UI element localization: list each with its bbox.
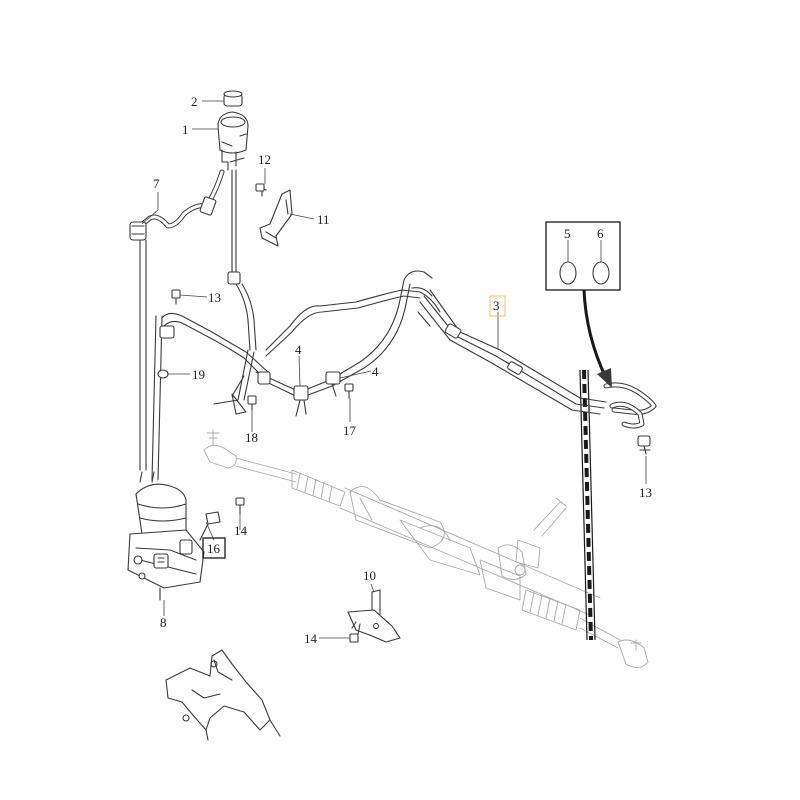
leader-lines <box>141 100 647 639</box>
o-ring-inset <box>545 221 621 388</box>
bolt-13-right[interactable] <box>637 435 651 455</box>
fluid-reservoir[interactable] <box>217 111 249 171</box>
callout-4-left[interactable]: 4 <box>295 342 302 357</box>
power-steering-pump[interactable] <box>127 471 205 601</box>
section-cut-line <box>579 369 596 641</box>
return-line-vertical <box>139 169 241 481</box>
callout-3-highlight <box>489 295 506 317</box>
sensor-16[interactable] <box>199 511 221 541</box>
callout-7[interactable]: 7 <box>153 176 160 191</box>
callout-3[interactable]: 3 <box>493 298 500 313</box>
callout-1[interactable]: 1 <box>182 122 189 137</box>
bracket-11[interactable] <box>259 189 293 247</box>
callout-5[interactable]: 5 <box>564 226 571 241</box>
nut-14-bottom[interactable] <box>349 633 359 643</box>
callout-13-left[interactable]: 13 <box>208 290 221 305</box>
bolt-17[interactable] <box>344 383 354 399</box>
callout-16-box <box>202 537 226 559</box>
callout-2[interactable]: 2 <box>191 94 198 109</box>
callout-11[interactable]: 11 <box>317 212 330 227</box>
subframe-bracket <box>165 649 281 741</box>
bolt-12[interactable] <box>255 183 267 197</box>
callout-18[interactable]: 18 <box>245 430 258 445</box>
bracket-10[interactable] <box>347 589 401 643</box>
callout-4-right[interactable]: 4 <box>372 364 379 379</box>
nut-14-top[interactable] <box>235 497 245 515</box>
callout-labels: 2 1 7 12 11 13 4 4 19 17 18 3 5 6 13 14 … <box>153 94 652 646</box>
pressure-lines[interactable] <box>159 270 657 429</box>
callout-6[interactable]: 6 <box>597 226 604 241</box>
suction-hose[interactable] <box>129 169 225 241</box>
steering-rack <box>203 429 649 668</box>
callout-14-top[interactable]: 14 <box>234 523 248 538</box>
callout-13-right[interactable]: 13 <box>639 485 652 500</box>
callout-10[interactable]: 10 <box>363 568 376 583</box>
callout-12[interactable]: 12 <box>258 152 271 167</box>
callout-17[interactable]: 17 <box>343 423 357 438</box>
bolt-13-left[interactable] <box>171 289 181 305</box>
bolt-18[interactable] <box>247 395 257 411</box>
o-ring-19[interactable] <box>157 369 169 379</box>
callout-16[interactable]: 16 <box>207 541 221 556</box>
callout-8[interactable]: 8 <box>160 615 167 630</box>
reservoir-cap[interactable] <box>223 90 243 107</box>
callout-14-bottom[interactable]: 14 <box>304 631 318 646</box>
callout-19[interactable]: 19 <box>192 367 205 382</box>
